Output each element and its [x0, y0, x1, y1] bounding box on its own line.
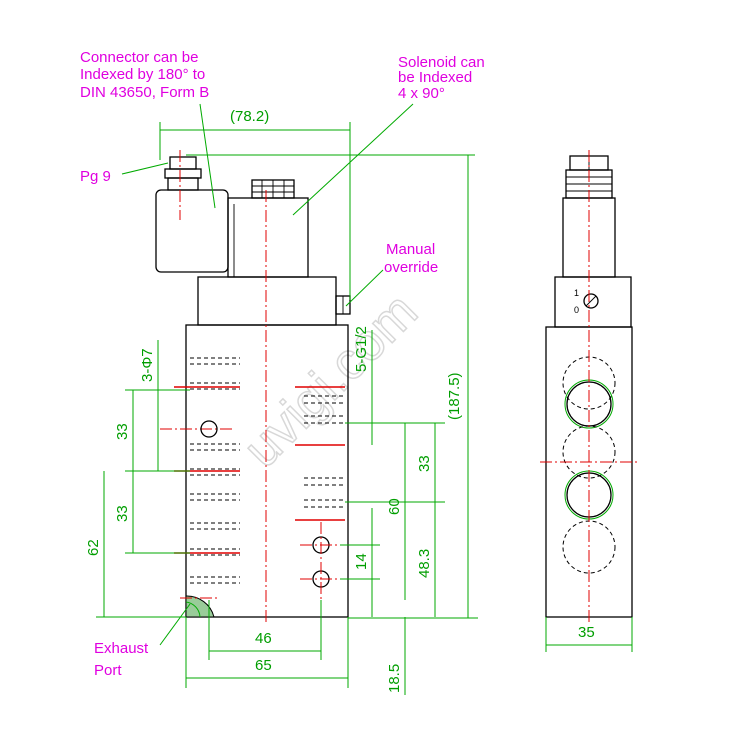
dim-bottom-65: 65	[255, 657, 272, 674]
dim-right-60: 60	[386, 498, 403, 515]
connector-callout-line3: DIN 43650, Form B	[80, 84, 209, 101]
solenoid-callout-line2: be Indexed	[398, 69, 472, 86]
manual-callout-line1: Manual	[386, 241, 435, 258]
manual-callout-line2: override	[384, 259, 438, 276]
dim-right-33: 33	[416, 455, 433, 472]
dim-left-33-lower: 33	[114, 505, 131, 522]
dim-total-height: (187.5)	[446, 372, 463, 420]
exhaust-port	[185, 595, 215, 618]
solenoid-housing	[197, 276, 337, 326]
dim-right-48-3: 48.3	[416, 549, 433, 578]
dim-top-width: (78.2)	[230, 108, 269, 125]
right-ports	[295, 386, 345, 521]
side-view: 1 0	[540, 150, 640, 625]
dim-bottom-46: 46	[255, 630, 272, 647]
watermark: uvigi.com	[232, 282, 428, 478]
dim-bottom-18-5: 18.5	[386, 664, 403, 693]
solenoid-callout-line3: 4 x 90°	[398, 85, 445, 102]
side-override-block	[554, 276, 632, 328]
exhaust-callout-line2: Port	[94, 662, 122, 679]
coil-box	[227, 197, 309, 278]
override-mark-off: 0	[574, 305, 579, 315]
dim-hole-dia: 3-Φ7	[139, 348, 156, 382]
override-mark-on: 1	[574, 288, 579, 298]
dim-left-62: 62	[85, 539, 102, 556]
callout-leaders	[121, 103, 414, 646]
connector-box	[155, 189, 229, 273]
dim-port-thread: 5-G1/2	[353, 326, 370, 372]
pg-callout: Pg 9	[80, 168, 111, 185]
dim-right-14: 14	[353, 553, 370, 570]
connector-callout-line2: Indexed by 180° to	[80, 66, 205, 83]
pg9-gland	[169, 156, 197, 170]
mounting-hole	[200, 420, 218, 438]
override-dial	[583, 293, 599, 309]
dimension-lines	[96, 122, 633, 695]
solenoid-callout-line1: Solenoid can	[398, 54, 485, 71]
front-view	[155, 150, 351, 622]
connector-callout-line1: Connector can be	[80, 49, 198, 66]
exhaust-callout-line1: Exhaust	[94, 640, 149, 657]
dim-side-35: 35	[578, 624, 595, 641]
dim-left-33-upper: 33	[114, 423, 131, 440]
